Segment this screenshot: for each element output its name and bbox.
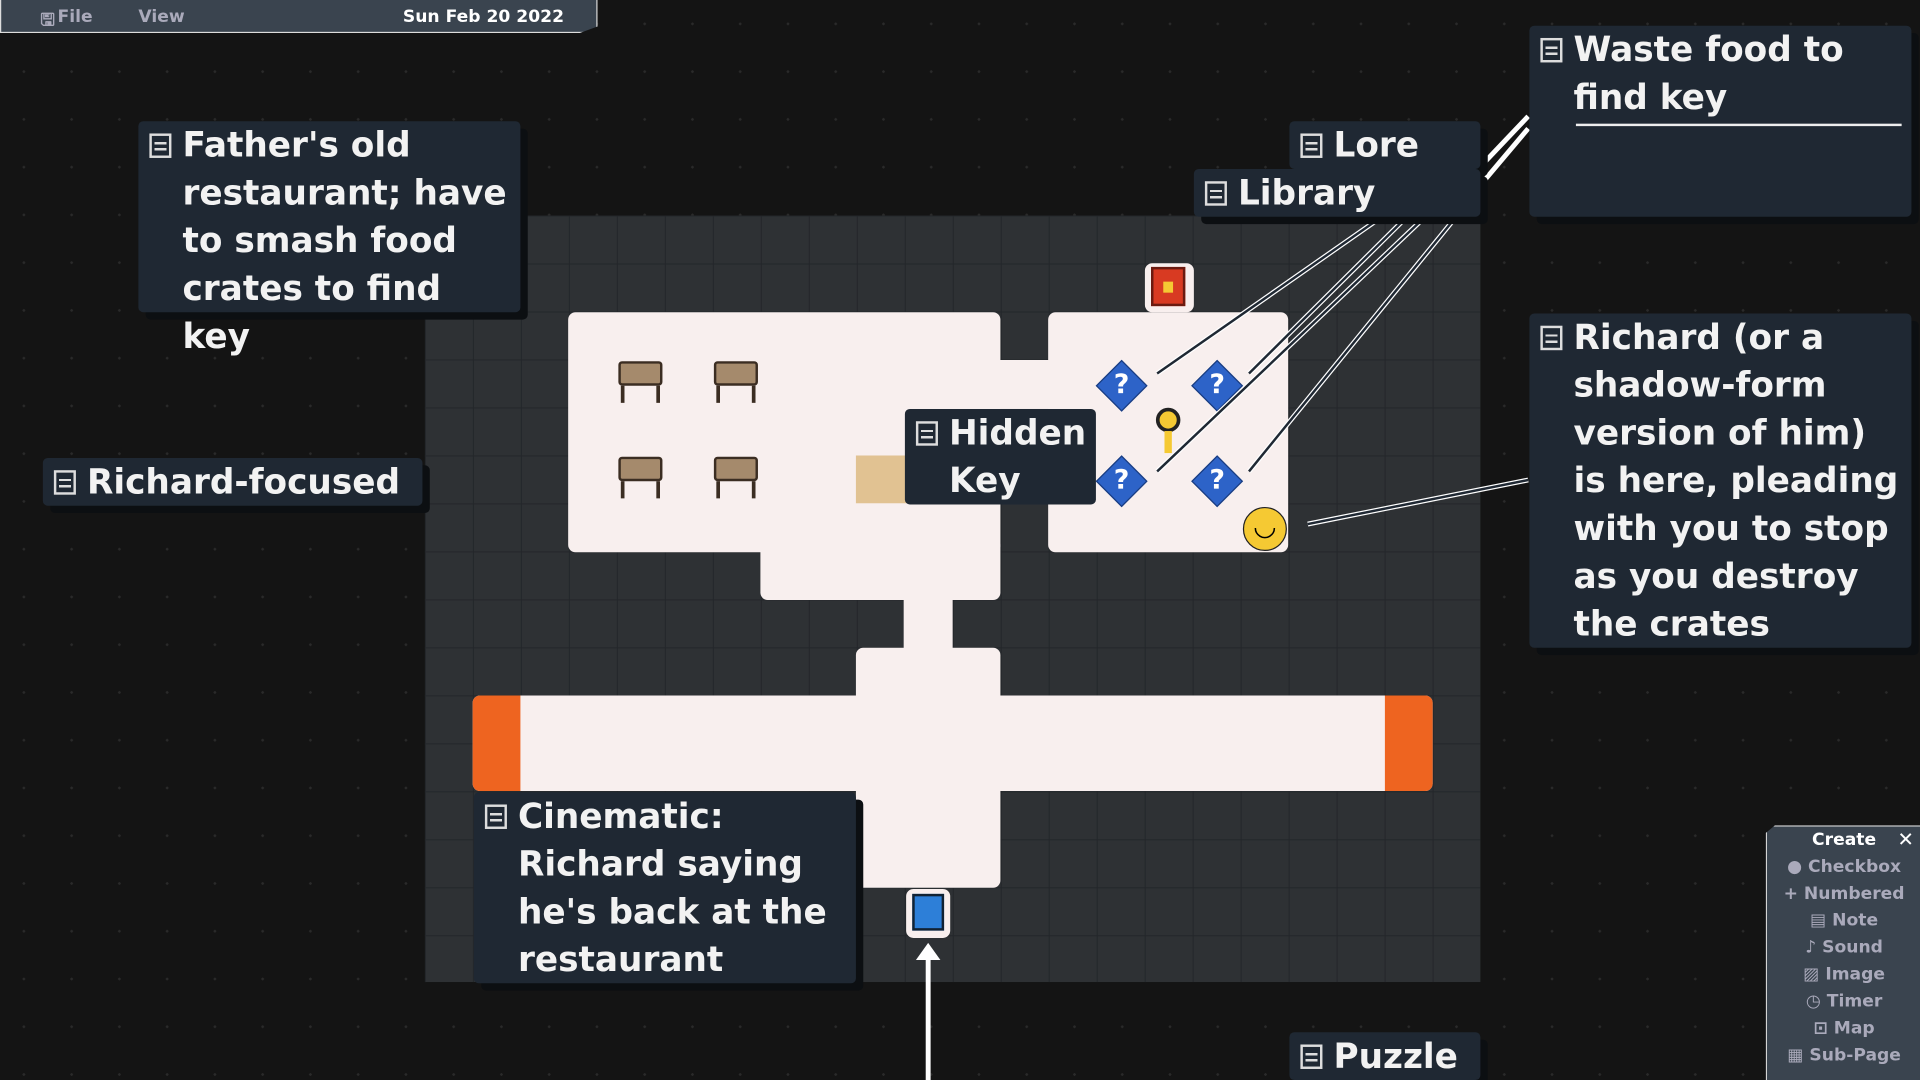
west-door[interactable] [472,695,521,792]
create-checkbox[interactable]: ● Checkbox [1787,857,1902,877]
clock-icon: ◷ [1805,991,1821,1012]
note-icon [149,133,172,158]
note-icon [915,421,938,446]
note-fathers-restaurant[interactable]: Father's old restaurant; have to smash f… [138,121,521,356]
create-image[interactable]: ▨ Image [1803,964,1886,985]
create-panel: Create✕ ● Checkbox + Numbered ▤ Note ♪ S… [1765,825,1920,1080]
locked-door-icon[interactable] [1151,266,1186,307]
floppy-disk-icon: 🖫 [40,11,56,31]
create-note[interactable]: ▤ Note [1810,911,1879,931]
map-icon: ⊡ [1813,1018,1828,1039]
note-library[interactable]: Library [1193,168,1481,217]
corridor [903,593,953,656]
note-icon [1300,1044,1323,1069]
close-icon[interactable]: ✕ [1897,827,1914,852]
main-hallway [472,695,1433,792]
circle-icon: ● [1787,857,1803,877]
image-icon: ▨ [1803,964,1820,985]
note-icon: ▤ [1810,911,1827,931]
note-puzzle[interactable]: Puzzle [1289,1032,1481,1080]
note-icon [53,470,76,495]
note-icon [1300,133,1323,158]
key-shaft [1164,431,1172,454]
note-richard-pleading[interactable]: Richard (or a shadow-form version of him… [1529,313,1912,648]
create-map[interactable]: ⊡ Map [1813,1018,1875,1039]
note-lore[interactable]: Lore [1289,121,1481,169]
room-extension [760,538,1001,601]
note-icon [484,804,507,829]
create-numbered[interactable]: + Numbered [1783,884,1905,904]
sub-page-icon: ▦ [1787,1045,1804,1066]
entrance-door-icon[interactable] [912,893,945,931]
file-menu[interactable]: File [57,7,93,27]
note-icon [1540,37,1563,63]
create-sub-page[interactable]: ▦ Sub-Page [1787,1045,1901,1066]
note-hidden-key[interactable]: Hidden Key [904,408,1096,505]
menu-bar: 🖫 File View Sun Feb 20 2022 [0,0,598,34]
music-note-icon: ♪ [1805,937,1817,958]
chair-icon [713,456,758,501]
note-icon [1540,325,1563,351]
plus-icon: + [1783,884,1798,904]
key-icon[interactable] [1155,407,1181,433]
note-richard-focused[interactable]: Richard-focused [42,457,423,506]
smiley-richard-icon[interactable]: ◡ [1242,506,1287,552]
chair-icon [713,361,758,405]
view-menu[interactable]: View [138,7,185,27]
note-waste-food[interactable]: Waste food to find key [1529,25,1912,217]
chair-icon [618,361,663,405]
chair-icon [618,456,663,501]
note-icon [1204,181,1227,206]
east-door[interactable] [1384,695,1433,792]
date-label: Sun Feb 20 2022 [402,7,565,27]
create-sound[interactable]: ♪ Sound [1805,937,1883,958]
create-timer[interactable]: ◷ Timer [1805,991,1883,1012]
create-title: Create✕ [1767,827,1920,854]
note-cinematic[interactable]: Cinematic: Richard saying he's back at t… [473,792,856,984]
